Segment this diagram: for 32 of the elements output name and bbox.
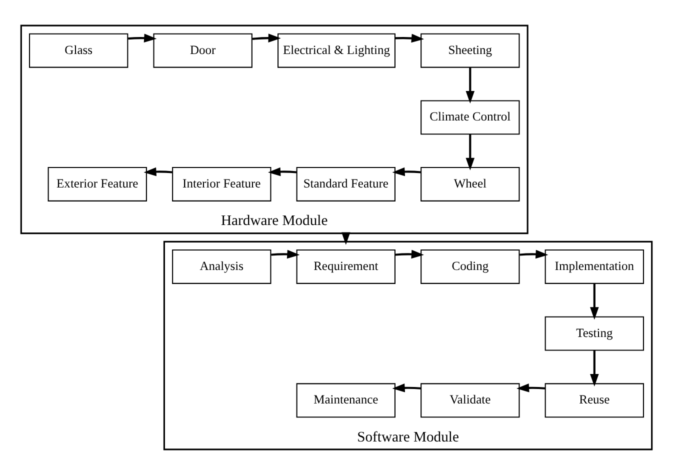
node-box: Sheeting [420, 33, 520, 68]
arrow [252, 34, 281, 42]
node-box: Door [153, 33, 252, 68]
node-box: Reuse [544, 383, 644, 418]
node-box: Requirement [296, 250, 396, 284]
arrow [590, 283, 599, 320]
node-box: Glass [28, 33, 128, 68]
arrow [520, 250, 548, 259]
node-box: Wheel [420, 167, 520, 202]
arrow [392, 383, 421, 392]
arrow [271, 250, 300, 259]
arrow [395, 250, 424, 259]
arrow [516, 383, 546, 392]
node-box: Climate Control [420, 100, 520, 135]
arrow [395, 34, 424, 43]
arrow [268, 167, 297, 176]
node-box: Standard Feature [296, 167, 396, 202]
arrow [144, 167, 172, 176]
node-box: Maintenance [296, 383, 396, 418]
node-box: Interior Feature [172, 167, 272, 202]
node-box: Analysis [172, 250, 272, 284]
arrow [590, 350, 599, 387]
arrow [466, 67, 475, 104]
node-box: Coding [420, 250, 520, 284]
node-box: Electrical & Lighting [278, 33, 396, 68]
node-box: Implementation [544, 250, 644, 284]
node-box: Validate [420, 383, 520, 418]
arrow [128, 34, 157, 42]
arrow [392, 167, 421, 176]
node-box: Exterior Feature [48, 167, 147, 202]
arrow [466, 134, 475, 170]
node-box: Testing [544, 316, 644, 351]
